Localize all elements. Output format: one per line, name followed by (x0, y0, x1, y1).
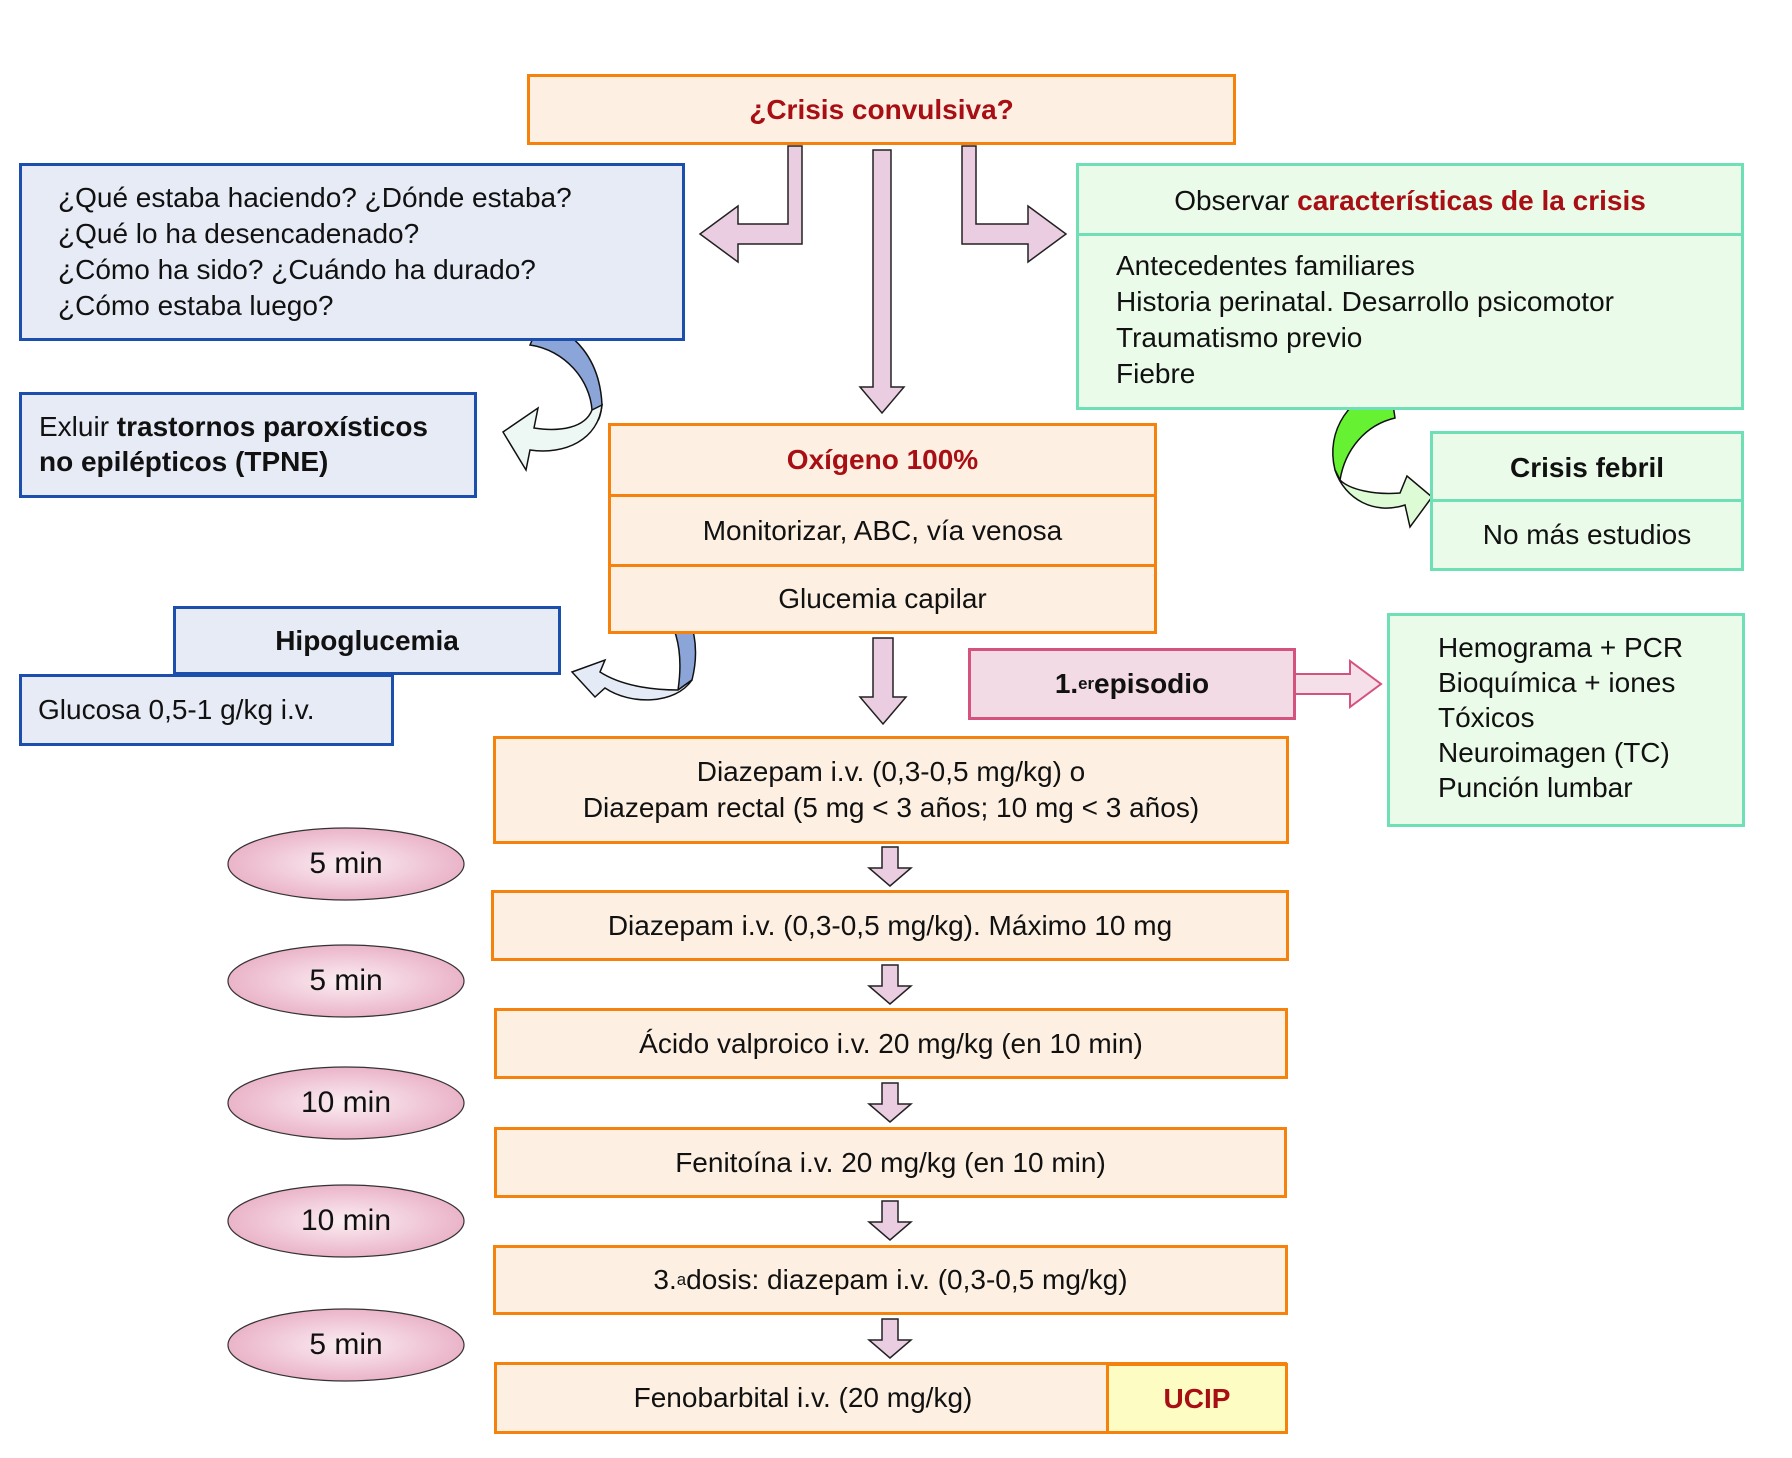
step-phenytoin: Fenitoína i.v. 20 mg/kg (en 10 min) (494, 1127, 1287, 1198)
test-item: Hemograma + PCR (1438, 632, 1684, 663)
test-item: Bioquímica + iones (1438, 667, 1676, 698)
anamnesis-line: ¿Qué estaba haciendo? ¿Dónde estaba? (58, 182, 572, 213)
first-episode-sup: er (1078, 674, 1095, 693)
febrile-note: No más estudios (1433, 499, 1741, 568)
down-arrow-oxygen (858, 637, 908, 726)
step-line: Diazepam i.v. (0,3-0,5 mg/kg) o (696, 756, 1086, 787)
febrile-title: Crisis febril (1509, 452, 1665, 483)
tests-box: Hemograma + PCR Bioquímica + iones Tóxic… (1387, 613, 1745, 827)
observe-box: Observar características de la crisis An… (1076, 163, 1744, 410)
initial-management-box: Oxígeno 100% Monitorizar, ABC, vía venos… (608, 423, 1157, 634)
hypoglycemia-box: Hipoglucemia (173, 606, 561, 675)
observe-prefix: Observar (1174, 185, 1290, 216)
seizure-question-box: ¿Crisis convulsiva? (527, 74, 1236, 145)
interval-label: 5 min (309, 1328, 383, 1361)
step-line: Fenobarbital i.v. (20 mg/kg) (633, 1382, 973, 1413)
elbow-arrow-left (698, 145, 803, 264)
down-arrow-main (858, 149, 906, 415)
glucose-check-label: Glucemia capilar (611, 564, 1154, 631)
hypoglycemia-title: Hipoglucemia (275, 624, 459, 656)
anamnesis-box: ¿Qué estaba haciendo? ¿Dónde estaba? ¿Qu… (19, 163, 685, 341)
interval-label: 5 min (309, 964, 383, 997)
interval-label: 10 min (300, 1204, 392, 1237)
observe-item: Traumatismo previo (1116, 322, 1363, 353)
down-arrow-step (866, 846, 914, 887)
observe-items: Antecedentes familiares Historia perinat… (1079, 233, 1741, 392)
test-item: Tóxicos (1438, 702, 1535, 733)
step-line: Diazepam rectal (5 mg < 3 años; 10 mg < … (582, 792, 1200, 823)
observe-item: Historia perinatal. Desarrollo psicomoto… (1116, 286, 1614, 317)
observe-header: Observar características de la crisis (1079, 166, 1741, 236)
observe-item: Fiebre (1116, 358, 1196, 389)
first-episode-number: 1. (1054, 668, 1079, 699)
interval-label: 10 min (300, 1086, 392, 1119)
test-item: Punción lumbar (1438, 772, 1633, 803)
tpne-bold-line1: trastornos paroxísticos (116, 411, 428, 442)
oxygen-label: Oxígeno 100% (786, 444, 979, 475)
step-line: dosis: diazepam i.v. (0,3-0,5 mg/kg) (686, 1264, 1128, 1295)
step-line: Ácido valproico i.v. 20 mg/kg (en 10 min… (639, 1027, 1143, 1059)
anamnesis-line: ¿Cómo estaba luego? (58, 290, 334, 321)
glucose-treatment: Glucosa 0,5-1 g/kg i.v. (38, 694, 315, 725)
step-line: Diazepam i.v. (0,3-0,5 mg/kg). Máximo 10… (607, 909, 1173, 941)
ucip-label: UCIP (1163, 1382, 1231, 1414)
step-line: Fenitoína i.v. 20 mg/kg (en 10 min) (675, 1146, 1106, 1178)
down-arrow-step (866, 964, 914, 1005)
anamnesis-line: ¿Cómo ha sido? ¿Cuándo ha durado? (58, 254, 536, 285)
right-arrow-episode (1294, 659, 1383, 709)
step-diazepam-second: Diazepam i.v. (0,3-0,5 mg/kg). Máximo 10… (491, 890, 1289, 961)
step-diazepam-initial: Diazepam i.v. (0,3-0,5 mg/kg) o Diazepam… (493, 736, 1289, 844)
step-sup: a (676, 1270, 687, 1289)
test-item: Neuroimagen (TC) (1438, 737, 1670, 768)
observe-item: Antecedentes familiares (1116, 250, 1415, 281)
down-arrow-step (866, 1082, 914, 1123)
tpne-bold-line2: no epilépticos (TPNE) (39, 446, 329, 477)
glucose-treatment-box: Glucosa 0,5-1 g/kg i.v. (19, 674, 394, 746)
step-valproic-acid: Ácido valproico i.v. 20 mg/kg (en 10 min… (494, 1008, 1288, 1079)
step-prefix: 3. (653, 1264, 677, 1295)
interval-label: 5 min (309, 847, 383, 880)
tpne-box: Exluir trastornos paroxísticos no epilép… (19, 392, 477, 498)
curved-arrow-febrile-bottom (1334, 469, 1434, 529)
ucip-box: UCIP (1106, 1363, 1288, 1434)
tpne-prefix: Exluir (39, 411, 117, 442)
down-arrow-step (866, 1200, 914, 1241)
first-episode-box: 1.er episodio (968, 648, 1296, 720)
seizure-question-title: ¿Crisis convulsiva? (749, 93, 1014, 125)
curved-arrow-tpne-bottom (501, 403, 603, 473)
observe-highlight: características de la crisis (1297, 185, 1646, 216)
step-diazepam-third: 3.a dosis: diazepam i.v. (0,3-0,5 mg/kg) (493, 1245, 1288, 1315)
monitor-label: Monitorizar, ABC, vía venosa (611, 494, 1154, 564)
curved-arrow-hypo-bottom (570, 658, 693, 701)
elbow-arrow-right (961, 145, 1068, 264)
first-episode-label: episodio (1094, 668, 1210, 699)
down-arrow-step (866, 1318, 914, 1359)
anamnesis-line: ¿Qué lo ha desencadenado? (58, 218, 420, 249)
febrile-box: Crisis febril No más estudios (1430, 431, 1744, 571)
